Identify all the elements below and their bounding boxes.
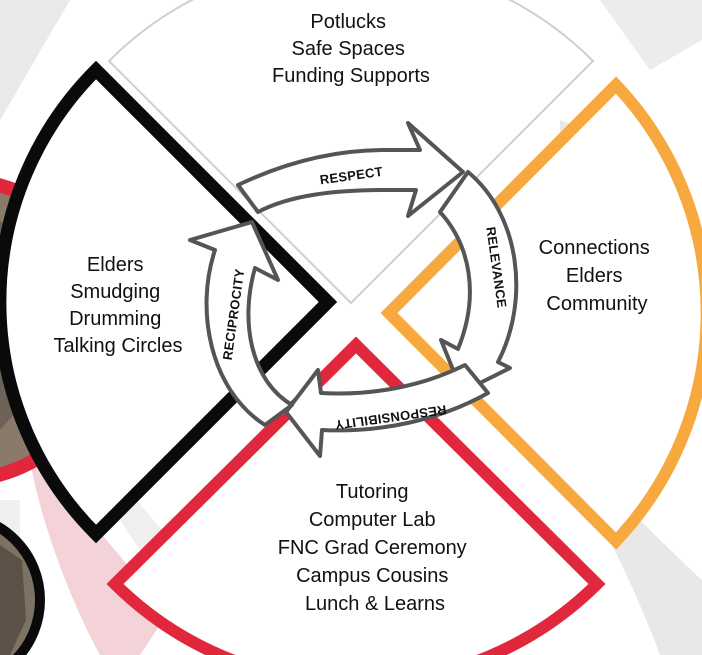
right-line-1: Connections: [539, 237, 650, 259]
top-line-2: Safe Spaces: [292, 38, 405, 60]
bottom-line-5: Lunch & Learns: [305, 593, 445, 615]
right-line-3: Community: [546, 293, 647, 315]
bottom-line-2: Computer Lab: [309, 509, 436, 531]
right-line-2: Elders: [566, 265, 623, 287]
relevance-arrow: [438, 170, 519, 394]
respect-arrow: [236, 121, 465, 218]
bottom-line-1: Tutoring: [336, 481, 409, 503]
bottom-line-3: FNC Grad Ceremony: [278, 537, 467, 559]
bottom-line-4: Campus Cousins: [296, 565, 448, 587]
cycle-arrows: [188, 121, 519, 458]
right-quadrant-text: Connections Elders Community: [539, 237, 656, 315]
photo-circle-black: [0, 522, 45, 655]
responsibility-arrow: [284, 363, 490, 458]
bottom-quadrant: [106, 336, 606, 655]
bottom-quadrant-text: Tutoring Computer Lab FNC Grad Ceremony …: [278, 481, 473, 615]
left-line-4: Talking Circles: [54, 335, 183, 357]
top-quadrant-text: Potlucks Safe Spaces Funding Supports: [272, 11, 430, 87]
left-quadrant: [0, 60, 338, 544]
left-quadrant-text: Elders Smudging Drumming Talking Circles: [54, 254, 183, 357]
left-line-2: Smudging: [70, 281, 160, 303]
left-line-3: Drumming: [69, 308, 161, 330]
reciprocity-arrow: [188, 220, 294, 427]
top-line-1: Potlucks: [310, 11, 386, 33]
left-line-1: Elders: [87, 254, 144, 276]
top-line-3: Funding Supports: [272, 65, 430, 87]
right-quadrant: [380, 76, 702, 550]
